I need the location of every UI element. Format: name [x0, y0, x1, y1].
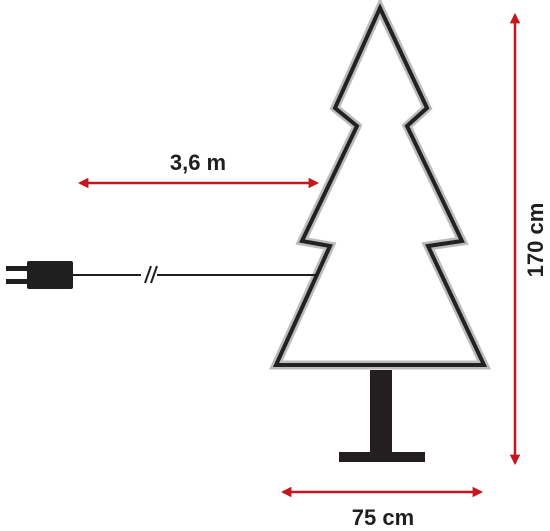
power-plug-icon [6, 261, 73, 289]
height-dimension: 170 cm [509, 12, 548, 466]
width-label: 75 cm [352, 505, 414, 530]
tree-stand [339, 370, 425, 462]
power-cable [72, 264, 317, 286]
width-dimension: 75 cm [280, 486, 484, 530]
christmas-tree-outline-icon [269, 0, 492, 370]
height-label: 170 cm [523, 203, 548, 278]
cable-length-label: 3,6 m [170, 150, 226, 175]
cable-length-dimension: 3,6 m [77, 150, 320, 189]
